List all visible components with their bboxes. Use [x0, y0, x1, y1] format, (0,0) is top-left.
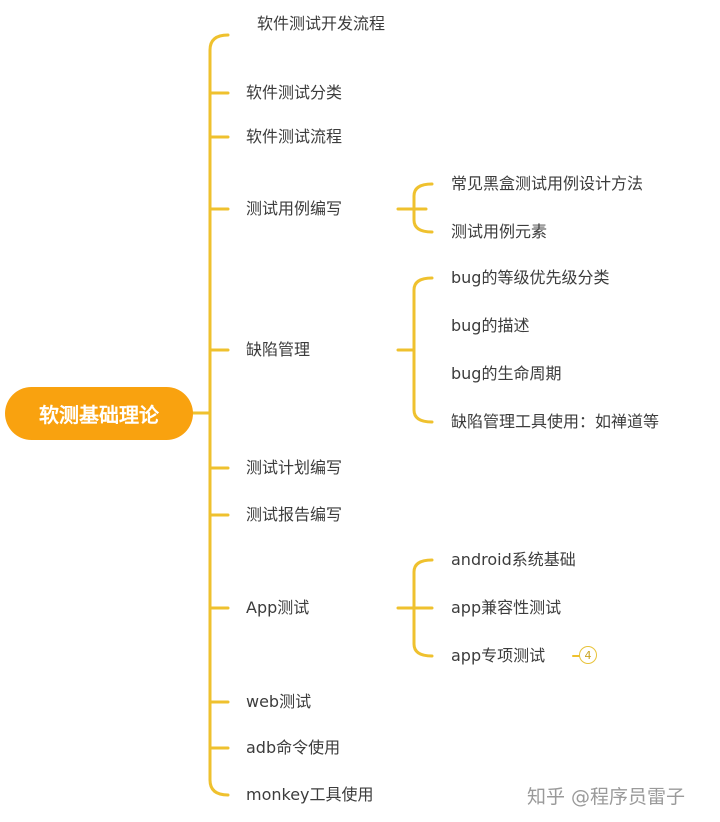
branch-node[interactable]: monkey工具使用: [246, 785, 374, 804]
branch-node[interactable]: adb命令使用: [246, 738, 341, 757]
leaf-node[interactable]: 常见黑盒测试用例设计方法: [451, 174, 644, 193]
leaf-node[interactable]: bug的生命周期: [451, 364, 562, 383]
leaf-node[interactable]: bug的等级优先级分类: [451, 268, 610, 287]
branch-node[interactable]: 软件测试流程: [246, 127, 343, 146]
leaf-node[interactable]: 缺陷管理工具使用：如禅道等: [451, 412, 660, 431]
root-node[interactable]: 软测基础理论: [5, 387, 193, 440]
branch-node[interactable]: 测试用例编写: [246, 199, 343, 218]
branch-node[interactable]: 测试计划编写: [246, 458, 343, 477]
branch-node[interactable]: web测试: [246, 692, 312, 711]
leaf-node[interactable]: 测试用例元素: [451, 222, 548, 241]
leaf-node[interactable]: bug的描述: [451, 316, 530, 335]
branch-node[interactable]: 测试报告编写: [246, 505, 343, 524]
branch-node[interactable]: 软件测试开发流程: [257, 14, 386, 33]
watermark: 知乎 @程序员雷子: [527, 786, 686, 808]
collapsed-count-badge[interactable]: 4: [579, 646, 597, 664]
leaf-node[interactable]: android系统基础: [451, 550, 576, 569]
branch-node[interactable]: App测试: [246, 598, 310, 617]
branch-node[interactable]: 缺陷管理: [246, 340, 311, 359]
leaf-node[interactable]: app兼容性测试: [451, 598, 562, 617]
branch-node[interactable]: 软件测试分类: [246, 83, 343, 102]
leaf-node[interactable]: app专项测试: [451, 646, 546, 665]
